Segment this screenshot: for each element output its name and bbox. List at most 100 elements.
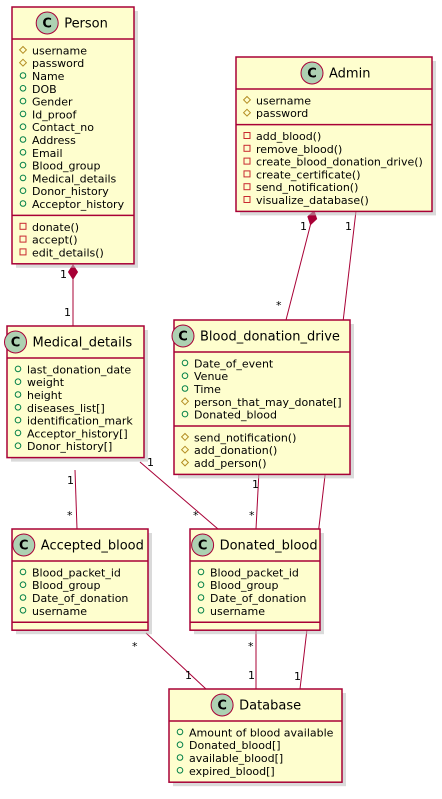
- private-visibility-icon: [243, 132, 251, 139]
- association-line: [145, 632, 207, 690]
- multiplicity-label: 1: [300, 220, 307, 233]
- public-visibility-icon: [19, 72, 27, 79]
- class-badge-letter: C: [198, 539, 208, 554]
- attribute-text: Blood_group: [210, 579, 279, 592]
- class-box: [173, 319, 351, 476]
- protected-visibility-icon: [180, 397, 190, 406]
- multiplicity-label: *: [248, 640, 254, 653]
- multiplicity-labels: 111*111*1*1**1*1: [60, 220, 352, 683]
- public-visibility-icon: [19, 97, 27, 105]
- class-box: [168, 688, 343, 783]
- method-text: add_donation(): [194, 444, 277, 457]
- class-badge-letter: C: [11, 336, 21, 351]
- attribute-text: password: [32, 57, 84, 70]
- multiplicity-label: *: [249, 509, 255, 522]
- attribute-text: Gender: [32, 96, 73, 109]
- public-visibility-icon: [176, 728, 184, 736]
- multiplicity-label: 1: [64, 306, 71, 319]
- attribute-text: username: [210, 605, 265, 618]
- attribute-text: Contact_no: [32, 121, 94, 134]
- attribute-text: weight: [27, 376, 65, 389]
- protected-visibility-icon: [18, 58, 28, 67]
- class-person[interactable]: Person CusernamepasswordNameDOBGenderId_p…: [11, 6, 138, 268]
- public-visibility-icon: [14, 365, 22, 373]
- private-visibility-icon: [19, 235, 27, 243]
- attribute-text: DOB: [32, 83, 57, 96]
- attribute-text: Medical_details: [32, 172, 117, 185]
- class-name: Admin: [329, 67, 370, 82]
- association-line: [74, 469, 78, 530]
- multiplicity-label: 1: [248, 669, 255, 682]
- class-badge-icon: [171, 324, 195, 348]
- attribute-text: Donor_history: [32, 185, 109, 198]
- attribute-text: Acceptor_history[]: [27, 427, 128, 440]
- class-badge-icon: [4, 330, 27, 354]
- attribute-text: diseases_list[]: [27, 402, 105, 415]
- private-visibility-icon: [243, 157, 251, 165]
- multiplicity-label: 1: [147, 456, 154, 469]
- class-box: [235, 56, 433, 213]
- attribute-text: Time: [193, 383, 221, 396]
- public-visibility-icon: [197, 581, 205, 589]
- class-box: [6, 325, 145, 459]
- method-text: accept(): [32, 234, 77, 247]
- attribute-text: Donor_history[]: [27, 440, 112, 453]
- multiplicity-label: *: [67, 509, 73, 522]
- attribute-text: person_that_may_donate[]: [194, 396, 342, 409]
- class-badge-icon: [300, 61, 324, 85]
- public-visibility-icon: [19, 149, 27, 156]
- class-box: [11, 6, 135, 265]
- attribute-text: username: [32, 44, 87, 57]
- attribute-text: Venue: [194, 370, 228, 383]
- class-blood-donation-drive[interactable]: Blood_donation_driveCDate_of_eventVenueT…: [171, 319, 354, 479]
- class-name: Donated_blood: [220, 539, 318, 554]
- attribute-text: Id_proof: [32, 108, 77, 121]
- class-badge-letter: C: [42, 17, 52, 32]
- classes: PersonCusernamepasswordNameDOBGenderId_p…: [4, 6, 436, 787]
- public-visibility-icon: [14, 416, 22, 424]
- public-visibility-icon: [19, 136, 27, 143]
- class-donated-blood[interactable]: Donated_bloodCBlood_packet_idBlood_group…: [189, 528, 324, 635]
- attribute-text: available_blood[]: [189, 752, 283, 765]
- association-line: [255, 470, 260, 530]
- public-visibility-icon: [14, 391, 22, 398]
- public-visibility-icon: [19, 568, 27, 576]
- attribute-text: Date_of_donation: [32, 592, 128, 605]
- multiplicity-label: 1: [294, 670, 301, 683]
- class-name: Blood_donation_drive: [200, 330, 340, 345]
- attribute-text: Date_of_event: [194, 357, 274, 370]
- method-text: create_certificate(): [256, 168, 361, 181]
- multiplicity-label: *: [132, 640, 138, 653]
- class-name: Medical_details: [33, 336, 133, 351]
- public-visibility-icon: [197, 568, 205, 576]
- attribute-text: password: [256, 107, 308, 120]
- public-visibility-icon: [14, 442, 22, 450]
- attribute-text: Date_of_donation: [210, 592, 306, 605]
- multiplicity-label: *: [276, 299, 282, 312]
- class-admin[interactable]: AdminCusernamepasswordadd_blood()remove_…: [235, 56, 436, 216]
- association-line: [285, 224, 312, 321]
- attribute-text: Name: [32, 70, 65, 83]
- private-visibility-icon: [243, 144, 251, 152]
- public-visibility-icon: [19, 161, 27, 169]
- multiplicity-label: 1: [185, 669, 192, 682]
- public-visibility-icon: [176, 754, 184, 761]
- private-visibility-icon: [243, 196, 251, 203]
- class-name: Person: [64, 17, 108, 32]
- class-medical-details[interactable]: Medical_detailsClast_donation_dateweight…: [4, 325, 149, 462]
- multiplicity-label: *: [193, 509, 199, 522]
- method-text: send_notification(): [256, 181, 358, 194]
- attribute-text: Donated_blood: [194, 409, 277, 422]
- association-accepted-database: [145, 632, 207, 690]
- protected-visibility-icon: [242, 95, 252, 105]
- multiplicity-label: 1: [252, 478, 259, 491]
- class-accepted-blood[interactable]: Accepted_bloodCBlood_packet_idBlood_grou…: [11, 528, 152, 635]
- protected-visibility-icon: [18, 45, 28, 55]
- public-visibility-icon: [181, 372, 189, 380]
- attribute-text: Blood_group: [32, 160, 101, 173]
- public-visibility-icon: [14, 404, 22, 411]
- public-visibility-icon: [14, 378, 22, 386]
- public-visibility-icon: [19, 200, 27, 207]
